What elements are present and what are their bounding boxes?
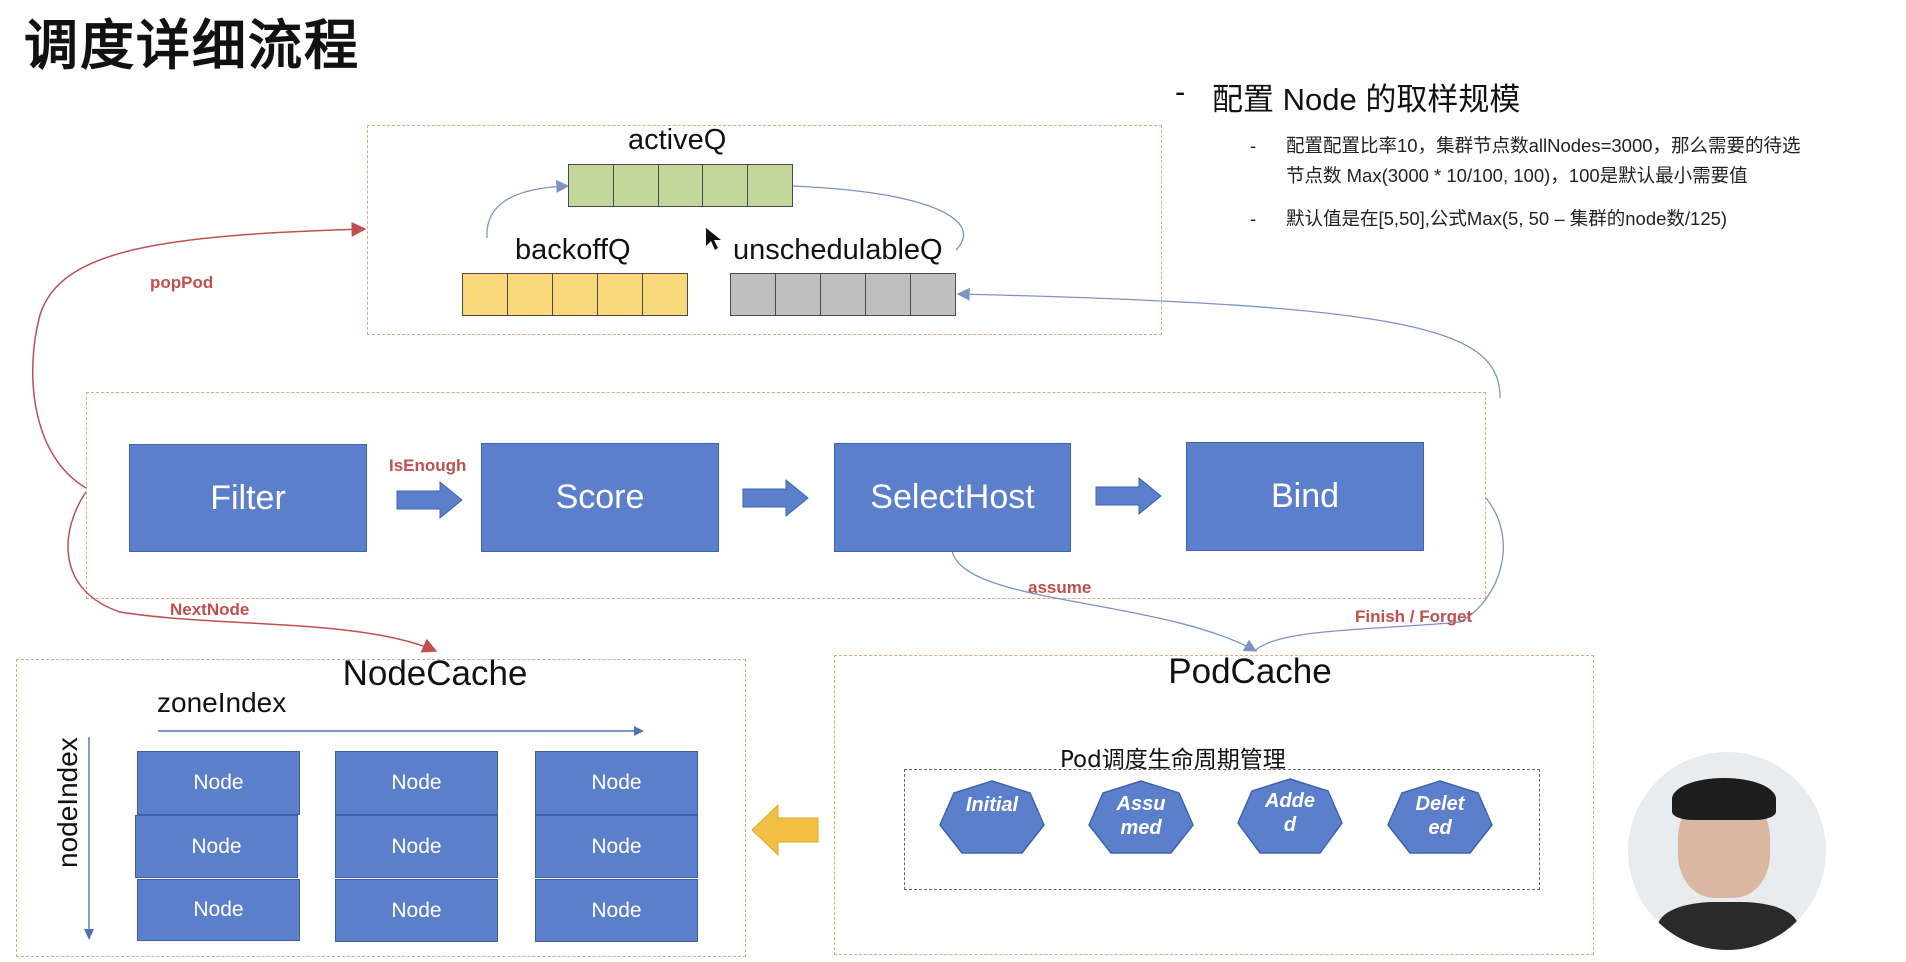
sub-bullet-1-line-1: 配置配置比率10，集群节点数allNodes=3000，那么需要的待选 [1286,135,1801,156]
heptagon-icon [939,780,1045,854]
node-cell: Node [135,815,298,878]
finish-forget-label: Finish / Forget [1355,607,1473,626]
active-queue-label: activeQ [628,124,727,156]
forget-to-unschedulable-edge [956,287,1501,399]
state-label-line1: Assu [1116,793,1166,815]
node-cell: Node [335,879,498,942]
finish-forget-edge [1255,497,1504,651]
pop-pod-label: popPod [150,273,214,292]
state-added: Adde d [1236,777,1344,855]
presenter-webcam [1628,752,1826,950]
state-label-line2: med [1120,817,1162,839]
filter-to-score-arrow-icon [396,480,463,520]
state-initial: Initial [938,779,1046,855]
bind-stage: Bind [1186,442,1424,551]
sub-bullet-1-line-2: 节点数 Max(3000 * 10/100, 100)，100是默认最小需要值 [1286,165,1748,186]
backoff-queue [462,273,688,316]
node-cache-box [16,659,746,957]
assume-edge [951,550,1258,652]
active-queue [568,164,793,207]
state-label-line2: ed [1428,817,1452,839]
is-enough-label: IsEnough [389,456,467,475]
lifecycle-box [904,769,1540,890]
selecthost-to-bind-arrow-icon [1095,476,1162,516]
state-label-line2: d [1283,814,1297,836]
bullet-dash: - [1175,74,1186,109]
next-node-label: NextNode [170,600,250,619]
bullet-heading: 配置 Node 的取样规模 [1212,82,1521,117]
backoff-to-active-edge [486,179,570,239]
node-cache-title: NodeCache [342,654,528,693]
page-title: 调度详细流程 [24,14,360,77]
zone-index-arrow-icon [158,726,644,736]
sub-bullet-dash-2: - [1250,208,1257,229]
node-cell: Node [535,879,698,942]
heptagon-icon [1237,778,1343,854]
assume-label: assume [1028,578,1092,597]
state-assumed: Assu med [1087,779,1195,855]
sub-bullet-dash-1: - [1250,135,1257,156]
next-node-edge [67,491,438,653]
node-cell: Node [137,751,300,815]
active-to-unschedulable-edge [792,185,965,251]
node-index-arrow-icon [84,737,94,940]
unschedulable-queue-label: unschedulableQ [733,234,943,266]
pod-cache-title: PodCache [1168,652,1332,691]
select-host-stage: SelectHost [834,443,1071,552]
state-label-line1: Adde [1265,790,1315,812]
state-label-line1: Delet [1415,793,1465,815]
heptagon-icon [1387,780,1493,854]
pop-pod-edge [32,221,367,489]
zone-index-label: zoneIndex [157,687,287,718]
state-label-line1: Initial [965,794,1019,816]
score-to-selecthost-arrow-icon [742,478,809,518]
node-cell: Node [335,751,498,815]
state-deleted: Delet ed [1386,779,1494,855]
mouse-cursor-icon [704,226,739,256]
sub-bullet-2: 默认值是在[5,50],公式Max(5, 50 – 集群的node数/125) [1286,208,1728,229]
podcache-to-nodecache-arrow-icon [751,803,819,857]
heptagon-icon [1088,780,1194,854]
node-cell: Node [335,815,498,878]
scheduling-framework-box [86,392,1486,599]
filter-stage: Filter [129,444,367,552]
score-stage: Score [481,443,719,552]
node-cell: Node [535,815,698,878]
node-cell: Node [535,751,698,815]
presenter-hair [1672,778,1776,820]
backoff-queue-label: backoffQ [515,234,631,266]
node-cell: Node [137,879,300,941]
pod-cache-box [834,655,1594,955]
lifecycle-title: Pod调度生命周期管理 [1060,747,1286,773]
scheduling-queue-box [367,125,1162,335]
unschedulable-queue [730,273,956,316]
presenter-shirt [1658,902,1798,950]
